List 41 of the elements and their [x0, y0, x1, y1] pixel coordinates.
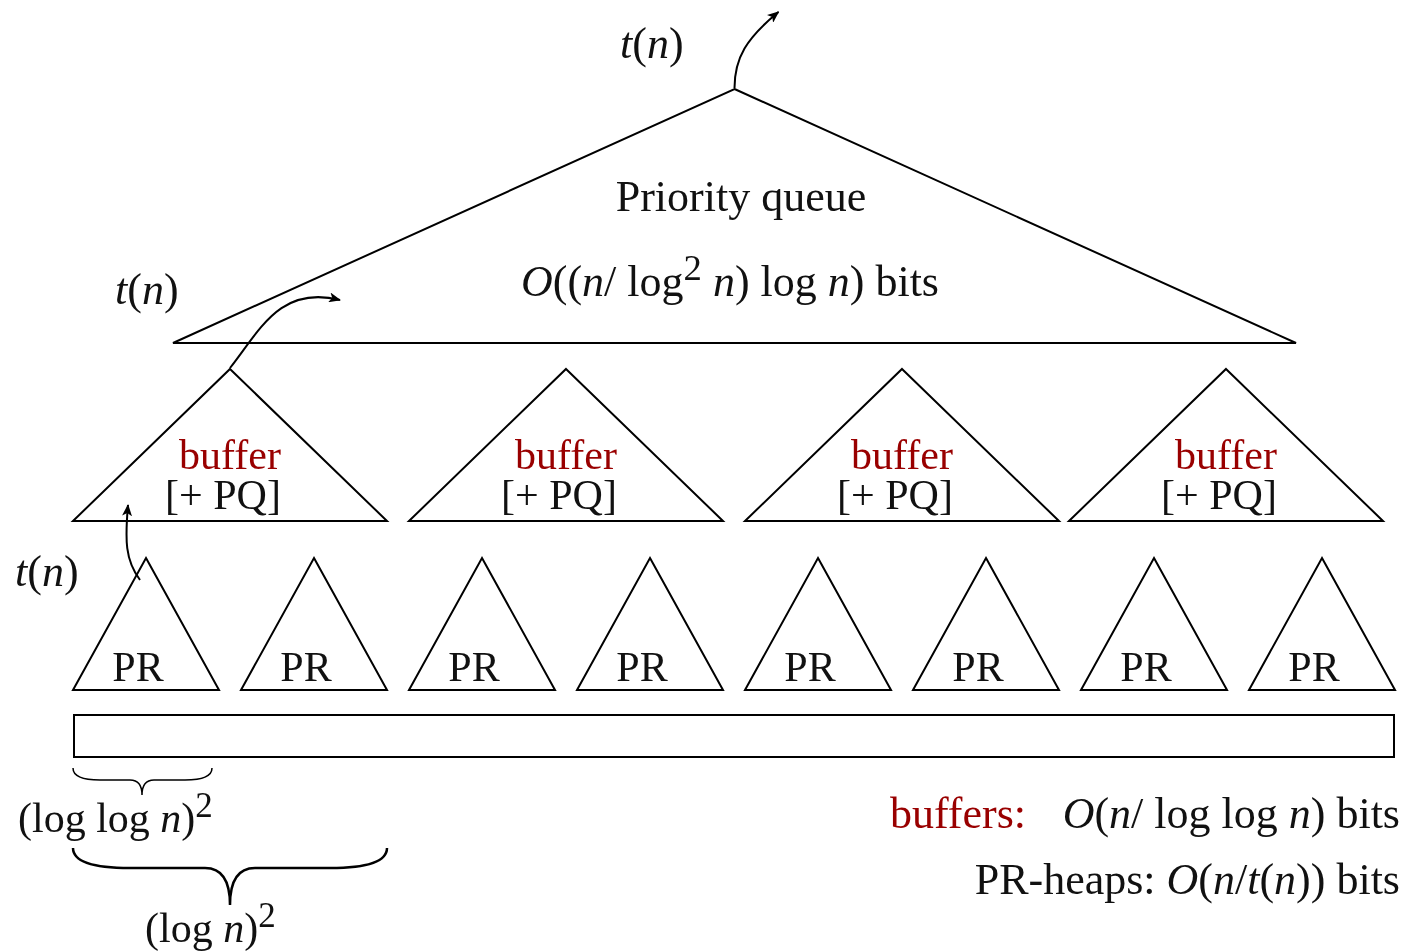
size-note: PR-heaps: O(n/t(n)) bits — [974, 858, 1400, 902]
node-label: PR — [1120, 646, 1172, 688]
pr-heap-triangle — [1081, 557, 1227, 691]
node-label: [+ PQ] — [501, 474, 617, 516]
arrow — [733, 11, 780, 89]
node-label: PR — [448, 646, 500, 688]
brace-label: (log n)$^{2}$ — [145, 898, 276, 949]
node-label: PR — [280, 646, 332, 688]
note-label: buffers: — [889, 792, 1026, 836]
node-label: PR — [1288, 646, 1340, 688]
memory-bar — [73, 714, 1395, 758]
pr-heap-triangle — [745, 557, 891, 691]
node-label: PR — [784, 646, 836, 688]
pr-heap-triangle — [1249, 557, 1395, 691]
node-label: PR — [952, 646, 1004, 688]
pr-heap-triangle — [913, 557, 1059, 691]
buffer-triangle — [409, 368, 723, 522]
edge-label: t(n) — [115, 268, 179, 312]
edge-label: t(n) — [15, 550, 79, 594]
buffer-label: buffer — [179, 434, 281, 476]
node-label: [+ PQ] — [1161, 474, 1277, 516]
node-label: O((n/ log$^{2}$ n) log n) bits — [521, 250, 939, 304]
node-label: [+ PQ] — [837, 474, 953, 516]
arrow — [122, 504, 141, 581]
buffer-triangle — [73, 368, 387, 522]
pr-heap-triangle — [409, 557, 555, 691]
arrow — [229, 293, 341, 369]
pr-heap-triangle — [577, 557, 723, 691]
node-label: PR — [616, 646, 668, 688]
node-label: Priority queue — [615, 175, 867, 219]
buffer-triangle — [1069, 368, 1383, 522]
node-label: PR — [112, 646, 164, 688]
edge-label: t(n) — [620, 22, 684, 66]
buffer-triangle — [745, 368, 1059, 522]
size-note: O(n/ log log n) bits — [1062, 792, 1400, 836]
buffer-label: buffer — [1175, 434, 1277, 476]
brace-label: (log log n)$^{2}$ — [18, 788, 213, 839]
buffer-label: buffer — [515, 434, 617, 476]
buffer-label: buffer — [851, 434, 953, 476]
pr-heap-triangle — [241, 557, 387, 691]
node-label: [+ PQ] — [165, 474, 281, 516]
